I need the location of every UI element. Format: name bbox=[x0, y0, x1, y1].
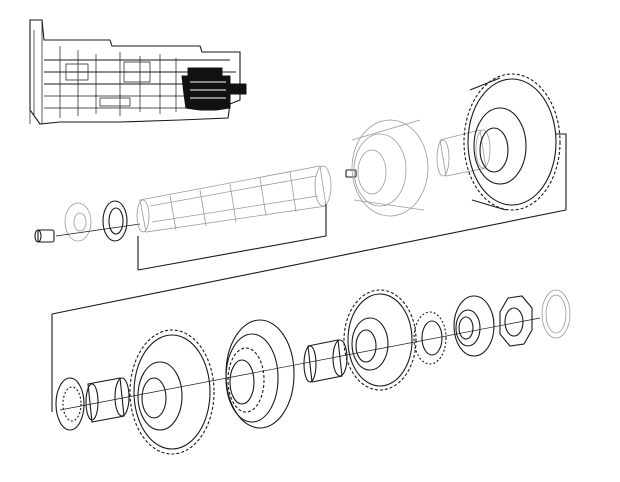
bushing-upper bbox=[436, 129, 491, 177]
snap-ring-lower bbox=[541, 289, 571, 339]
splined-washer-upper bbox=[64, 202, 92, 242]
gear-lower-2 bbox=[343, 289, 417, 391]
upper-row-parts bbox=[34, 73, 567, 271]
large-gear-upper bbox=[463, 73, 561, 211]
splined-shaft bbox=[136, 165, 332, 233]
pin-left bbox=[34, 229, 55, 243]
bearing bbox=[453, 295, 495, 357]
bushing-lower bbox=[85, 377, 130, 423]
transmission-housing-inset bbox=[29, 19, 247, 125]
needle-bearing bbox=[413, 311, 447, 365]
lower-row-parts bbox=[55, 289, 571, 455]
synchro-hub-upper bbox=[351, 119, 429, 217]
splined-washer-lower bbox=[55, 377, 85, 431]
synchro-ring-lower bbox=[225, 319, 295, 429]
leader-line bbox=[51, 209, 567, 315]
bushing-lower-2 bbox=[303, 339, 348, 383]
snap-ring-upper bbox=[102, 200, 128, 242]
nut bbox=[499, 295, 533, 347]
highlighted-section bbox=[181, 75, 247, 111]
small-pin bbox=[345, 169, 357, 178]
gear-lower-1 bbox=[129, 329, 215, 455]
